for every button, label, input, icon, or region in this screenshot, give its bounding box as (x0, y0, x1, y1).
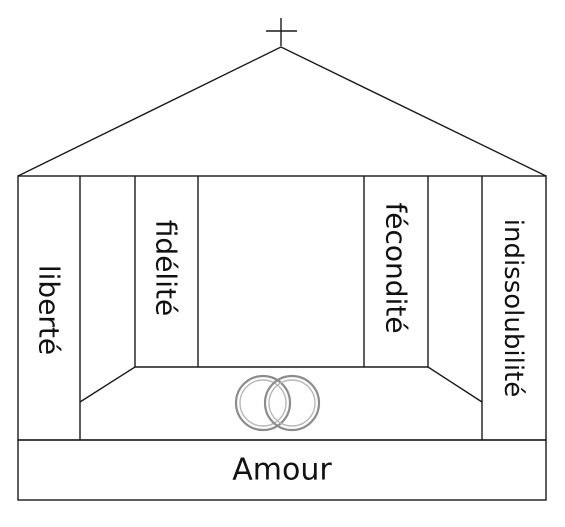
pillar-label-indissolubilite: indissolubilité (498, 219, 528, 398)
wedding-rings-icon (234, 374, 321, 432)
temple-body (17, 175, 547, 441)
pillar-label-liberte: liberté (33, 265, 66, 355)
roof-outline (17, 46, 547, 177)
pillar-label-fecondite: fécondité (380, 202, 413, 333)
pillar-label-fidelite: fidélité (150, 220, 183, 316)
floor-left-perspective (79, 366, 136, 403)
base-label-amour: Amour (232, 453, 332, 488)
floor-right-perspective (427, 366, 483, 403)
base-block (17, 439, 547, 501)
